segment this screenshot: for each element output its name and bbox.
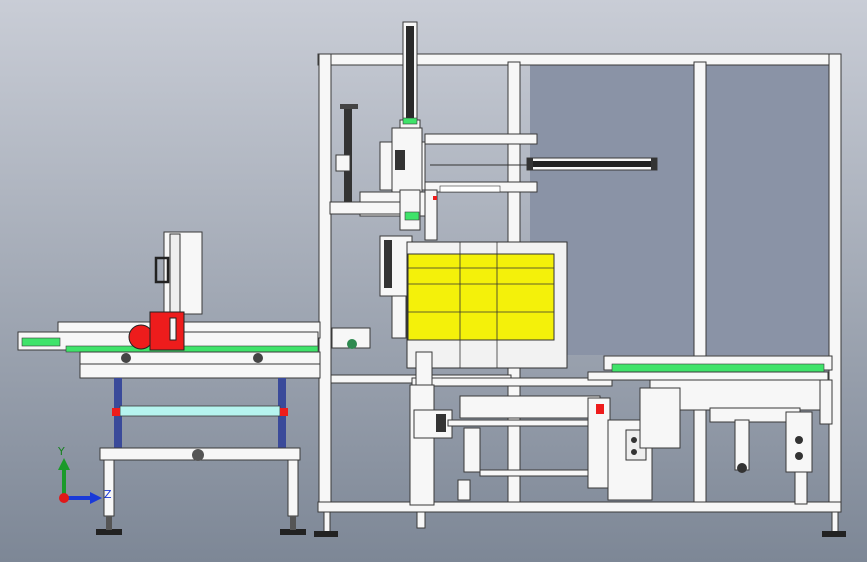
frame-top-beam [317,53,841,66]
actuator-bottom-cap [416,511,426,529]
axis-y-label: Y [57,445,65,458]
frame-column-left [318,53,332,513]
conveyor-motor [128,311,185,351]
infeed-conveyor [17,231,371,535]
gripper-carriage [329,127,438,339]
frame-column-right [828,53,842,513]
axis-z-label: Z [104,488,112,501]
coordinate-triad: Y Z [57,445,112,504]
frame-foot-stem [323,511,331,533]
frame-foot [822,531,846,537]
outfeed-conveyor [587,355,833,505]
frame-back-panel-right [705,65,830,355]
discharge-belt [459,395,601,419]
lower-mechanism [409,351,653,506]
base-table-leg [287,459,299,517]
lead-screw [335,104,358,209]
frame-foot [314,531,338,537]
product-grid [407,253,555,341]
frame-bottom-beam [317,501,842,513]
frame-foot-stem [831,511,839,533]
vertical-linear-actuator [399,21,421,135]
infeed-crossbar [119,405,281,417]
frame-column-midright [693,61,707,505]
gantry-rails [424,133,658,193]
